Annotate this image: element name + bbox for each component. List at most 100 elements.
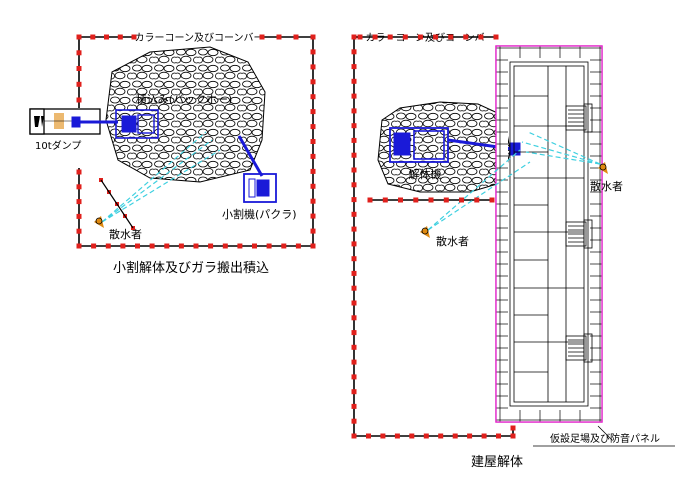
cone-marker (496, 433, 501, 439)
cone-marker (351, 49, 357, 55)
cone-marker (510, 425, 516, 431)
caption-right: 建屋解体 (471, 455, 523, 470)
cone-marker (372, 34, 378, 40)
cone-marker (438, 433, 444, 439)
cone-marker (76, 184, 82, 190)
cone-marker (237, 243, 243, 249)
cone-marker (351, 300, 357, 306)
sprinkler-label-right-right: 散水者 (590, 179, 623, 193)
cone-marker (90, 34, 96, 40)
demolisher-label: 解体機 (409, 167, 442, 181)
cone-marker (463, 34, 469, 40)
cone-marker (351, 78, 357, 84)
sprinkler-person-right-icon (598, 162, 608, 174)
cone-marker (164, 243, 170, 249)
cone-marker (452, 433, 458, 439)
fence-label-left: カラーコーン及びコーンバー (135, 32, 264, 44)
cone-markers-left-b (76, 34, 316, 249)
building-plan-icon (509, 61, 593, 407)
cone-marker (357, 34, 363, 40)
cone-marker (428, 197, 434, 203)
diagonal-cones-left (99, 178, 135, 230)
cone-marker (310, 228, 316, 234)
dump-label: 10tダンプ (35, 139, 81, 152)
cone-marker (76, 81, 82, 87)
cone-marker (351, 211, 357, 217)
cone-marker (351, 315, 357, 321)
cone-marker (76, 50, 82, 56)
cone-marker (310, 243, 316, 249)
cone-marker (351, 108, 357, 114)
fence-label-right: カラーコーン及びコーンバー (366, 32, 495, 44)
cone-marker (120, 243, 126, 249)
cone-marker (281, 243, 287, 249)
cone-marker (266, 243, 272, 249)
cone-marker (448, 34, 454, 40)
cone-marker (510, 433, 516, 439)
backhoe-icon (71, 109, 159, 139)
cone-marker (459, 197, 464, 203)
cone-marker (351, 123, 357, 129)
cone-marker (351, 270, 357, 276)
cone-marker (131, 34, 137, 40)
cone-marker (310, 64, 316, 70)
cone-marker (351, 374, 357, 380)
loader-label: 積込み(バックホー) (136, 92, 233, 106)
cone-marker (293, 34, 299, 40)
cone-marker (493, 34, 499, 40)
cone-marker (380, 433, 386, 439)
cone-marker (351, 241, 357, 247)
cone-marker (76, 34, 82, 40)
scaffold-leader-line (597, 425, 613, 441)
cone-marker (394, 433, 400, 439)
cone-marker (351, 344, 357, 350)
cone-marker (276, 34, 282, 40)
cone-marker (351, 330, 357, 336)
cone-marker (351, 256, 357, 262)
sprinkler-person-left-icon (420, 226, 430, 238)
cone-marker (351, 226, 357, 232)
cone-marker (351, 285, 357, 291)
cone-marker (409, 433, 415, 439)
cone-marker (413, 197, 419, 203)
cone-marker (310, 213, 316, 219)
cone-marker (382, 197, 388, 203)
cone-marker (351, 137, 357, 143)
cone-marker (351, 389, 357, 395)
cone-marker (310, 139, 316, 144)
sprinkler-person-icon (94, 216, 104, 228)
cone-marker (366, 433, 371, 439)
cone-marker (76, 243, 82, 249)
cone-marker (310, 94, 316, 100)
cone-marker (310, 109, 316, 115)
cone-marker (208, 243, 214, 249)
cone-marker (295, 243, 301, 249)
cone-marker (252, 243, 257, 249)
cone-marker (310, 183, 316, 189)
cone-marker (178, 243, 184, 249)
water-spray-left (101, 131, 221, 223)
cone-marker (367, 197, 373, 203)
cone-marker (310, 168, 316, 174)
cone-marker (310, 153, 316, 159)
cone-marker (117, 34, 123, 40)
cone-marker (104, 34, 109, 40)
cone-marker (259, 34, 265, 40)
cone-marker (387, 34, 393, 40)
scaffold-label: 仮設足場及び防音パネル (550, 432, 660, 445)
cone-marker (351, 64, 357, 70)
cone-fence-right (353, 36, 514, 437)
cone-marker (149, 243, 155, 249)
cone-marker (402, 34, 408, 40)
breaker-label: 小割機(パクラ) (222, 207, 297, 221)
cone-marker (105, 243, 111, 249)
cone-markers-right-top (357, 34, 499, 40)
cone-marker (222, 243, 228, 249)
water-spray-right (427, 131, 601, 231)
cone-marker (310, 79, 316, 85)
sprinkler-label-right-left: 散水者 (436, 234, 469, 248)
cone-marker (310, 49, 316, 55)
cone-marker (433, 34, 439, 40)
cone-marker (489, 197, 495, 203)
cone-marker (351, 418, 357, 424)
